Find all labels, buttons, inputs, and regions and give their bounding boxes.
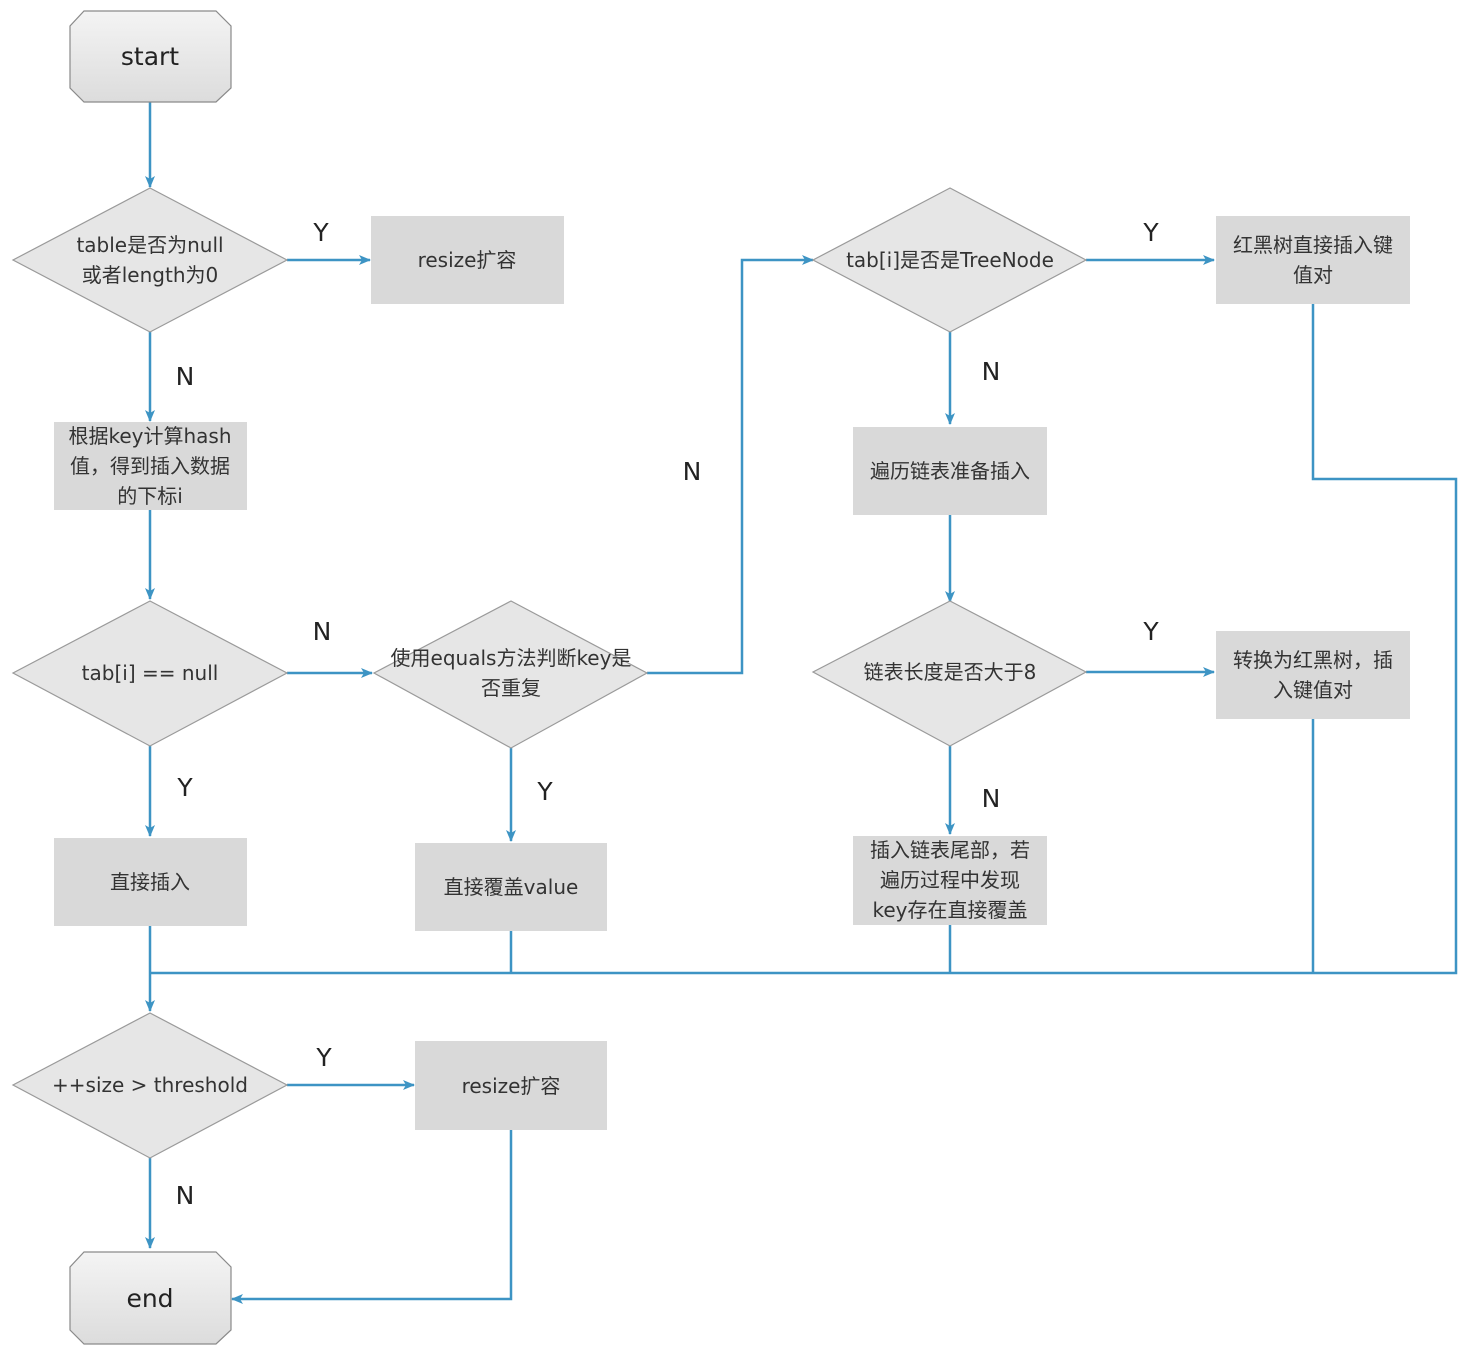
decision-table-null-text: table是否为null 或者length为0 [76, 233, 223, 287]
decision-tab-null-text: tab[i] == null [82, 661, 219, 685]
decision-list-length: 链表长度是否大于8 [811, 600, 1088, 747]
process-overwrite-value-text: 直接覆盖value [444, 875, 579, 899]
edge-equals-to-treenode [647, 255, 814, 675]
text-line: 或者length为0 [82, 263, 218, 287]
label-table-no: N [176, 362, 195, 391]
text-line: 的下标i [117, 484, 183, 508]
process-convert-rbtree-text: 转换为红黑树，插入键值对 [1233, 648, 1393, 702]
process-resize-second-text: resize扩容 [462, 1074, 561, 1098]
label-list-len-yes: Y [1142, 617, 1159, 646]
label-equals-no: N [683, 457, 702, 486]
text-line: 否重复 [481, 676, 541, 700]
start-label: start [121, 42, 179, 71]
text-line: ++size > threshold [52, 1073, 248, 1097]
process-resize-first-text: resize扩容 [418, 248, 517, 272]
label-treenode-no: N [982, 357, 1001, 386]
text-line: 值，得到插入数据 [70, 454, 230, 478]
edge-resize-to-end [231, 1130, 513, 1304]
label-size-yes: Y [315, 1043, 332, 1072]
nodes: start table是否为null 或者length为0 resize扩容 根据… [11, 10, 1410, 1345]
decision-tab-null: tab[i] == null [11, 600, 289, 747]
process-overwrite-value: 直接覆盖value [415, 843, 607, 931]
decision-treenode: tab[i]是否是TreeNode [811, 187, 1088, 333]
text-line: 直接插入 [110, 870, 190, 894]
text-line: 红黑树直接插入键 [1233, 233, 1393, 257]
text-line: 链表长度是否大于8 [864, 660, 1037, 684]
edge-labels: Y N N Y N Y Y N Y N Y N [176, 218, 1160, 1210]
process-resize-second: resize扩容 [415, 1041, 607, 1130]
text-line: 转换为红黑树，插 [1233, 648, 1393, 672]
text-line: resize扩容 [418, 248, 517, 272]
process-insert-direct-text: 直接插入 [110, 870, 190, 894]
text-line: table是否为null [76, 233, 223, 257]
decision-treenode-text: tab[i]是否是TreeNode [846, 248, 1054, 272]
text-line: 遍历过程中发现 [880, 868, 1020, 892]
text-line: 使用equals方法判断key是 [391, 646, 632, 670]
decision-table-null: table是否为null 或者length为0 [11, 187, 289, 333]
process-traverse-list-text: 遍历链表准备插入 [870, 459, 1030, 483]
text-line: 插入链表尾部，若 [870, 838, 1030, 862]
decision-size-threshold-text: ++size > threshold [52, 1073, 248, 1097]
edges [145, 102, 1458, 1304]
decision-equals-text: 使用equals方法判断key是否重复 [391, 646, 632, 700]
label-list-len-no: N [982, 784, 1001, 813]
text-line: key存在直接覆盖 [872, 898, 1027, 922]
edge-rbtree-to-merge [150, 304, 1458, 975]
process-rbtree-insert: 红黑树直接插入键值对 [1216, 216, 1410, 304]
text-line: 根据key计算hash [68, 424, 231, 448]
label-tab-null-yes: Y [176, 773, 193, 802]
text-line: tab[i] == null [82, 661, 219, 685]
label-tab-null-no: N [313, 617, 332, 646]
process-insert-tail-text: 插入链表尾部，若遍历过程中发现 key存在直接覆盖 [870, 838, 1030, 922]
label-table-yes: Y [312, 218, 329, 247]
label-equals-yes: Y [536, 777, 553, 806]
decision-list-length-text: 链表长度是否大于8 [864, 660, 1037, 684]
text-line: tab[i]是否是TreeNode [846, 248, 1054, 272]
text-line: 直接覆盖value [444, 875, 579, 899]
process-traverse-list: 遍历链表准备插入 [853, 427, 1047, 515]
end-label: end [126, 1284, 173, 1313]
process-calc-hash: 根据key计算hash 值，得到插入数据的下标i [54, 422, 247, 510]
text-line: resize扩容 [462, 1074, 561, 1098]
process-insert-direct: 直接插入 [54, 838, 247, 926]
end-terminal: end [69, 1251, 232, 1345]
text-line: 值对 [1293, 263, 1333, 287]
label-treenode-yes: Y [1142, 218, 1159, 247]
decision-equals: 使用equals方法判断key是否重复 [372, 600, 649, 749]
start-terminal: start [69, 10, 232, 103]
process-rbtree-insert-text: 红黑树直接插入键值对 [1233, 233, 1393, 287]
label-size-no: N [176, 1181, 195, 1210]
process-insert-tail: 插入链表尾部，若遍历过程中发现 key存在直接覆盖 [853, 836, 1047, 925]
text-line: 遍历链表准备插入 [870, 459, 1030, 483]
decision-size-threshold: ++size > threshold [11, 1012, 289, 1159]
text-line: 入键值对 [1273, 678, 1353, 702]
process-calc-hash-text: 根据key计算hash 值，得到插入数据的下标i [68, 424, 231, 508]
process-resize-first: resize扩容 [371, 216, 564, 304]
process-convert-rbtree: 转换为红黑树，插入键值对 [1216, 631, 1410, 719]
